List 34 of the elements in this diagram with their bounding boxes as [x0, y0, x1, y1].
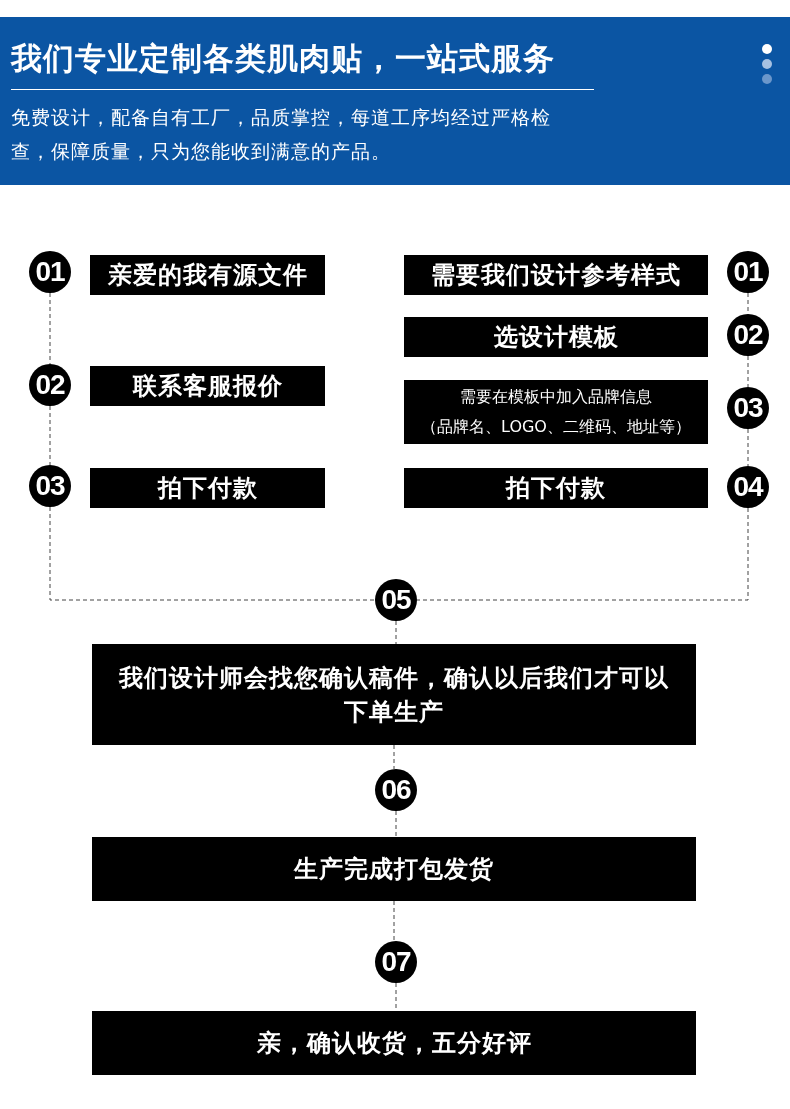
step-number-circle: 02 [727, 314, 769, 356]
dashed-connector [416, 507, 749, 601]
step-box: 需要我们设计参考样式 [404, 255, 708, 295]
dashed-connector [393, 744, 395, 770]
step-number-circle: 06 [375, 769, 417, 811]
step-box: 生产完成打包发货 [92, 837, 696, 901]
step-number-circle: 01 [29, 251, 71, 293]
title: 我们专业定制各类肌肉贴，一站式服务 [11, 39, 555, 78]
dashed-connector [747, 355, 749, 388]
dashed-connector [395, 810, 397, 838]
step-number-circle: 05 [375, 579, 417, 621]
step-box: 联系客服报价 [90, 366, 325, 406]
dashed-connector [49, 292, 51, 365]
step-number-circle: 02 [29, 364, 71, 406]
step-box: 选设计模板 [404, 317, 708, 357]
dashed-connector [49, 405, 51, 466]
step-box [404, 380, 708, 444]
step-box: 亲爱的我有源文件 [90, 255, 325, 295]
dashed-connector [395, 620, 397, 645]
step-box: 我们设计师会找您确认稿件，确认以后我们才可以下单生产 [92, 644, 696, 745]
dashed-connector [747, 428, 749, 467]
step-box: 拍下付款 [90, 468, 325, 508]
dashed-connector [393, 900, 395, 942]
note-text: （品牌名、LOGO、二维码、地址等） [421, 416, 691, 438]
step-box: 亲，确认收货，五分好评 [92, 1011, 696, 1075]
step-number-circle: 04 [727, 466, 769, 508]
step-box: 拍下付款 [404, 468, 708, 508]
step-number-circle: 03 [29, 465, 71, 507]
step-text: 需要在模板中加入品牌信息 [460, 386, 652, 408]
intro-text: 免费设计，配备自有工厂，品质掌控，每道工序均经过严格检查，保障质量，只为您能收到满意的产品。 [11, 105, 552, 164]
step-number-circle: 07 [375, 941, 417, 983]
step-number-circle: 01 [727, 251, 769, 293]
dashed-connector [49, 506, 376, 601]
step-number-circle: 03 [727, 387, 769, 429]
